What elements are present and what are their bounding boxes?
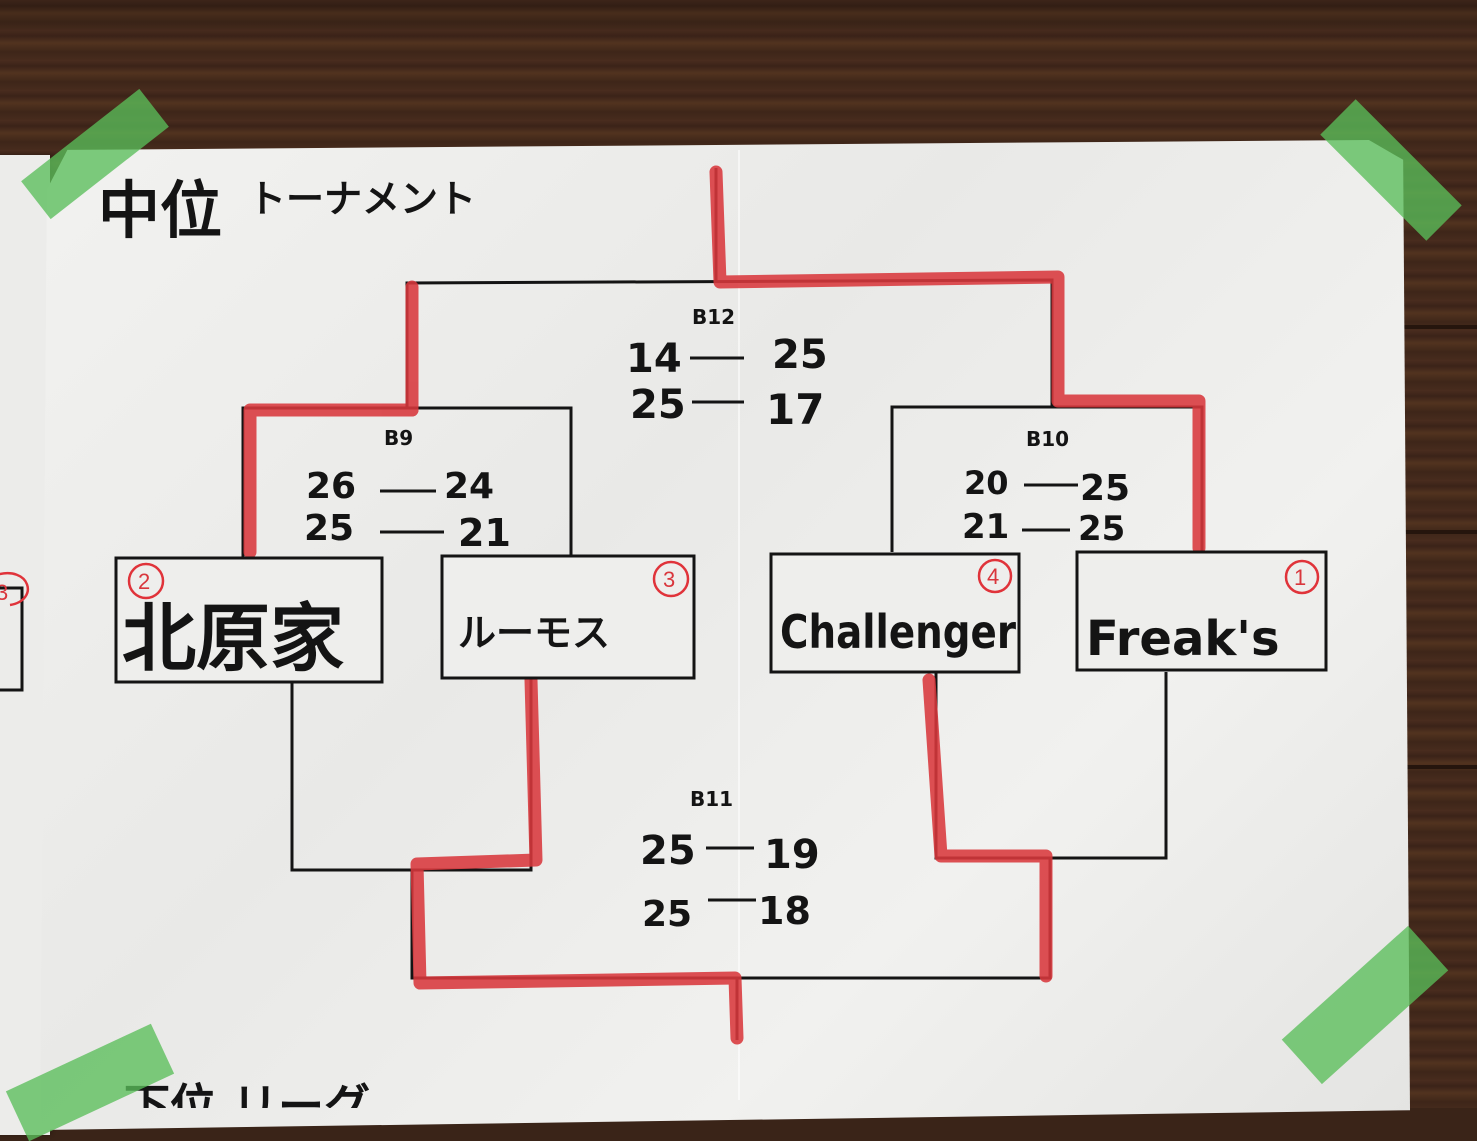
paper-fold-line xyxy=(738,150,740,1100)
seed-circle xyxy=(977,558,1013,594)
score-set2-right: 18 xyxy=(758,889,811,933)
team-name: Challenger xyxy=(780,605,1016,659)
tournament-bracket: 3 中位 トーナメント 2 北原家 xyxy=(0,165,1328,1108)
score-set2-left: 25 xyxy=(630,382,686,428)
team-box-kitaharake: 2 北原家 xyxy=(114,556,384,684)
left-sheet-partial-box: 3 xyxy=(0,572,29,692)
match-label: B9 xyxy=(384,426,413,450)
team-name: Freak's xyxy=(1086,611,1280,667)
left-sheet-seed: 3 xyxy=(0,580,8,605)
match-b11: B11 25 19 25 18 xyxy=(640,787,820,935)
score-set1-left: 14 xyxy=(626,336,682,382)
score-set1-right: 25 xyxy=(772,332,828,378)
page-title-suffix: トーナメント xyxy=(248,177,476,221)
team-box-rumosu: 3 ルーモス xyxy=(440,554,696,680)
team-seed: 4 xyxy=(987,564,999,589)
score-set2-right: 21 xyxy=(458,511,511,555)
score-set2-right: 25 xyxy=(1078,509,1125,549)
score-set1-right: 25 xyxy=(1080,468,1130,509)
score-set2-right: 17 xyxy=(766,385,824,434)
seed-circle xyxy=(127,562,165,600)
team-seed: 3 xyxy=(663,567,675,592)
score-set2-left: 25 xyxy=(642,894,692,935)
score-set1-left: 20 xyxy=(964,464,1009,502)
team-seed: 2 xyxy=(138,569,150,594)
team-box-challenger: 4 Challenger xyxy=(769,552,1021,674)
score-set2-left: 21 xyxy=(962,507,1009,547)
wood-seam xyxy=(1380,765,1477,769)
match-label: B10 xyxy=(1026,427,1069,451)
score-set2-left: 25 xyxy=(304,508,354,549)
match-label: B11 xyxy=(690,787,733,811)
wood-seam xyxy=(1380,530,1477,534)
score-set1-right: 24 xyxy=(444,466,494,507)
match-b10: B10 20 25 21 25 xyxy=(962,427,1130,549)
seed-circle xyxy=(1284,559,1320,595)
score-set1-right: 19 xyxy=(764,832,820,878)
team-name: ルーモス xyxy=(458,611,610,655)
wood-seam xyxy=(1380,325,1477,329)
score-set1-left: 25 xyxy=(640,828,696,874)
page-title-prefix: 中位 xyxy=(98,174,222,247)
match-label: B12 xyxy=(692,305,735,329)
score-set1-left: 26 xyxy=(306,466,356,507)
team-name: 北原家 xyxy=(122,596,344,682)
seed-circle xyxy=(652,560,690,598)
next-section-title: 下位 リーグ xyxy=(124,1079,370,1108)
match-b12: B12 14 25 25 17 xyxy=(626,305,828,434)
team-box-freaks: 1 Freak's xyxy=(1075,550,1328,672)
match-b9: B9 26 24 25 21 xyxy=(304,426,511,555)
winner-paths xyxy=(243,165,1206,1045)
team-seed: 1 xyxy=(1294,565,1306,590)
